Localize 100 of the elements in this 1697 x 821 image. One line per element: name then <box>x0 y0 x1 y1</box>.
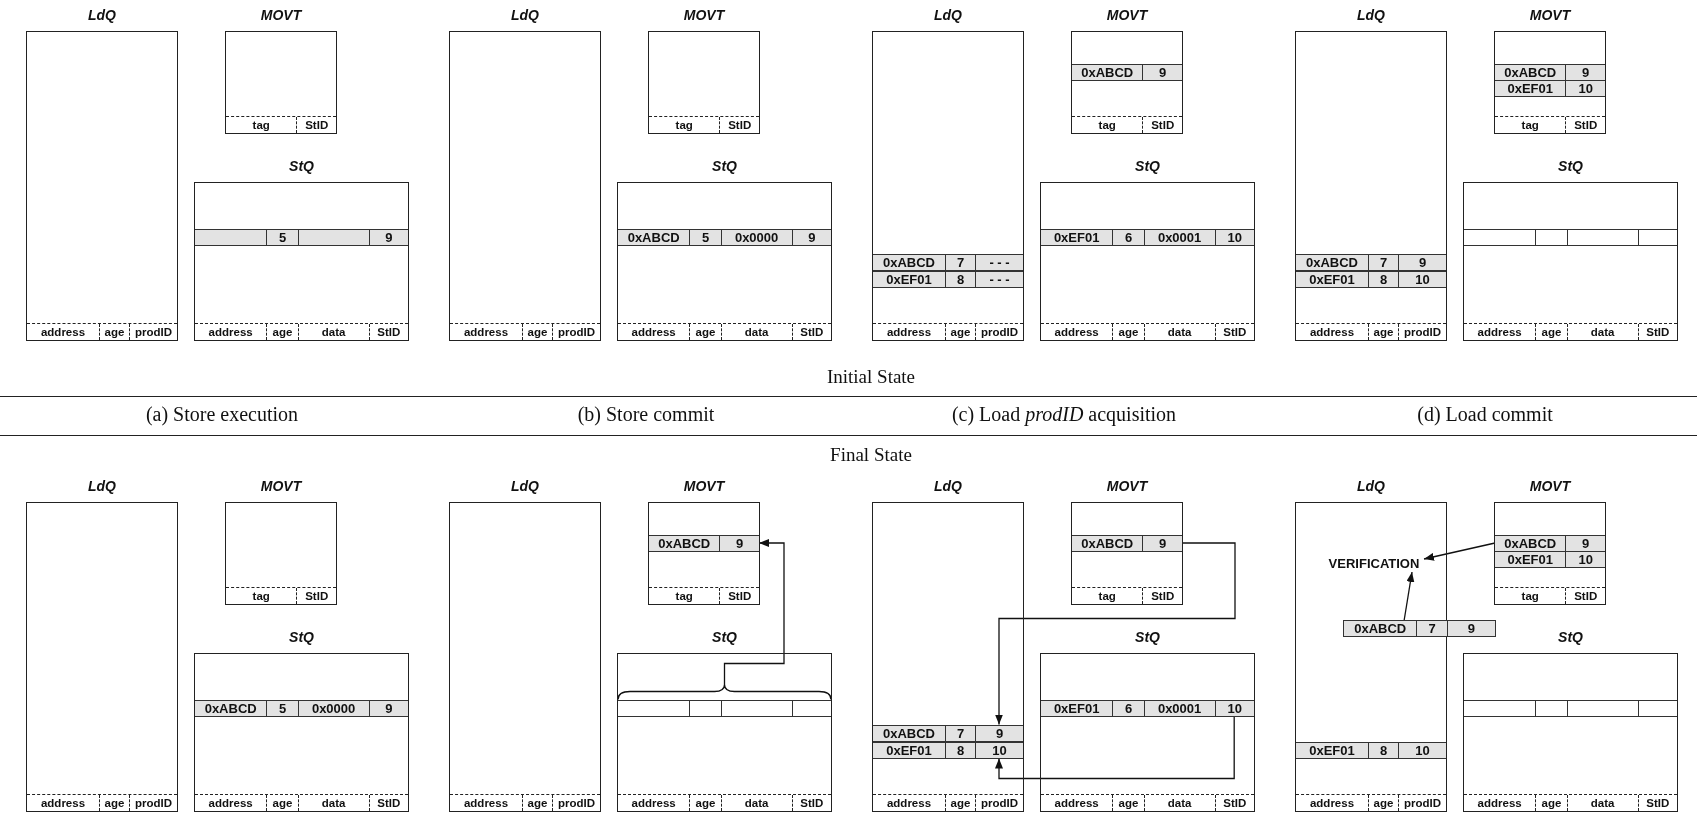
column-header: StID <box>368 795 408 811</box>
column-header: StID <box>1565 588 1605 604</box>
column-header: StID <box>1142 588 1182 604</box>
column-header: tag <box>1520 589 1540 604</box>
column-header: StID <box>368 324 408 340</box>
column-header: StID <box>296 117 336 133</box>
column-header: StID <box>1214 795 1254 811</box>
column-header: age <box>522 324 552 340</box>
column-header: data <box>720 795 792 811</box>
queue-entry <box>1072 534 1182 552</box>
column-header: age <box>1535 324 1567 340</box>
column-header: address <box>630 325 677 340</box>
entry-value: 6 <box>1112 700 1144 716</box>
entry-value: 0xABCD <box>1503 64 1558 80</box>
column-header: prodID <box>975 324 1023 340</box>
queue-entry <box>1041 699 1254 717</box>
entry-value: 0xEF01 <box>1506 551 1554 567</box>
queue-entry <box>1072 63 1182 81</box>
queue-entry <box>649 534 759 552</box>
entry-value: 9 <box>719 535 759 551</box>
entry-value: 0xABCD <box>1305 254 1359 270</box>
subfigure-caption: (c) Load prodID acquisition <box>951 402 1177 426</box>
column-header: data <box>1143 324 1215 340</box>
column-header: age <box>945 324 975 340</box>
subfigure-caption: (d) Load commit <box>1417 402 1553 426</box>
queue-title: LdQ <box>1356 7 1386 23</box>
entry-value: 10 <box>1214 229 1254 245</box>
queue-title: StQ <box>288 629 315 645</box>
column-header: tag <box>1097 118 1117 133</box>
entry-value: 8 <box>945 271 975 287</box>
column-header: age <box>689 795 721 811</box>
entry-value: 9 <box>368 700 408 716</box>
entry-value: 0xEF01 <box>1308 742 1356 758</box>
entry-value: 0xABCD <box>882 725 936 741</box>
column-header: StID <box>1565 117 1605 133</box>
state-heading: Final State <box>830 444 912 466</box>
column-header: prodID <box>1398 795 1446 811</box>
column-header: StID <box>1637 324 1677 340</box>
queue-title: StQ <box>288 158 315 174</box>
queue-title: MOVT <box>682 7 727 23</box>
column-header: age <box>1368 795 1398 811</box>
queue-entry <box>1296 253 1446 271</box>
entry-value: 10 <box>1565 80 1605 96</box>
column-header: age <box>99 795 129 811</box>
queue-title: MOVT <box>1528 7 1573 23</box>
queue-title: LdQ <box>1356 478 1386 494</box>
column-header: StID <box>1214 324 1254 340</box>
column-header: age <box>1368 324 1398 340</box>
entry-value: 0xEF01 <box>885 271 933 287</box>
column-header: age <box>266 795 298 811</box>
empty-queue-entry <box>618 699 831 717</box>
entry-value: 0xEF01 <box>1052 700 1101 716</box>
queue-title: MOVT <box>682 478 727 494</box>
column-header: address <box>39 325 87 340</box>
queue-entry <box>873 724 1023 742</box>
entry-value: 9 <box>975 725 1023 741</box>
column-header: prodID <box>129 324 177 340</box>
entry-value: 5 <box>266 229 298 245</box>
verification-label: VERIFICATION <box>1324 556 1424 572</box>
column-header: prodID <box>552 795 600 811</box>
arrow <box>1423 542 1496 561</box>
queue-entry <box>618 228 831 246</box>
entry-value: - - - <box>975 271 1023 287</box>
entry-value: 5 <box>689 229 721 245</box>
entry-value: 9 <box>1398 254 1446 270</box>
queue-title: LdQ <box>87 478 117 494</box>
entry-value: 10 <box>975 742 1023 758</box>
column-header: address <box>207 325 254 340</box>
entry-value: 0xEF01 <box>1506 80 1554 96</box>
column-header: address <box>1053 325 1100 340</box>
entry-value: 0xABCD <box>626 229 681 245</box>
queue-title: StQ <box>1557 158 1584 174</box>
entry-value: 9 <box>1446 621 1495 636</box>
empty-queue-entry <box>1464 699 1677 717</box>
column-header: prodID <box>129 795 177 811</box>
queue-entry <box>1296 741 1446 759</box>
entry-value: 7 <box>945 254 975 270</box>
column-header: address <box>1308 796 1356 811</box>
column-header: prodID <box>975 795 1023 811</box>
queue-title: StQ <box>1557 629 1584 645</box>
column-header: age <box>522 795 552 811</box>
column-header: age <box>99 324 129 340</box>
column-header: age <box>1535 795 1567 811</box>
entry-value: 6 <box>1112 229 1144 245</box>
column-header: data <box>297 324 369 340</box>
column-header: StID <box>791 795 831 811</box>
queue-title: MOVT <box>259 7 304 23</box>
entry-value: 0xEF01 <box>885 742 933 758</box>
entry-value: 9 <box>368 229 408 245</box>
queue-entry <box>195 228 408 246</box>
queue-entry <box>1041 228 1254 246</box>
arrow <box>995 715 1235 780</box>
queue-title: StQ <box>711 629 738 645</box>
entry-value: 0xABCD <box>657 535 712 551</box>
entry-value: 7 <box>1368 254 1398 270</box>
column-header: age <box>1112 795 1144 811</box>
entry-value: 10 <box>1398 271 1446 287</box>
column-header: StID <box>296 588 336 604</box>
queue-title: StQ <box>1134 158 1161 174</box>
column-header: tag <box>674 118 694 133</box>
